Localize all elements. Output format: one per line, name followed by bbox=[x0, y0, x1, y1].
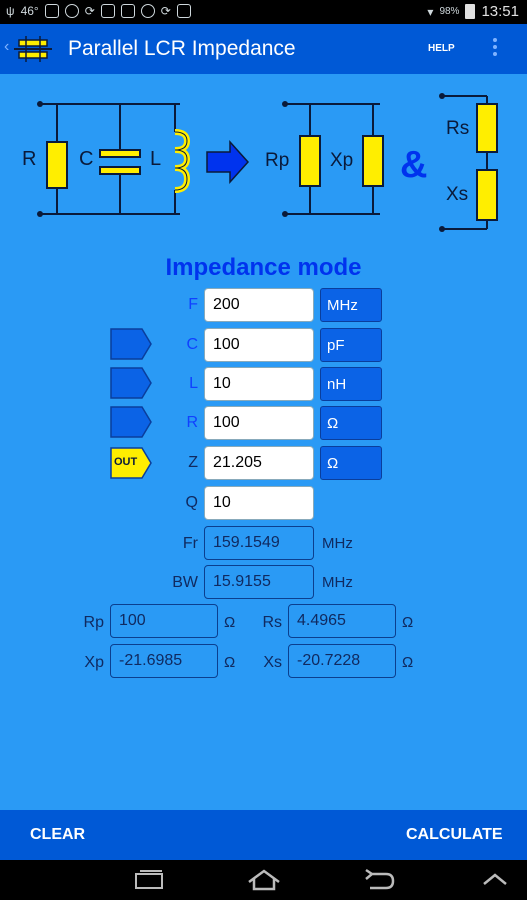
help-button[interactable]: HELP bbox=[428, 43, 455, 54]
system-icons: ▾ 98% 13:51 bbox=[427, 3, 519, 20]
calculator-panel: R C L Rp Xp & Rs Xs Impedance mode F 200… bbox=[0, 74, 527, 810]
l-input[interactable]: 10 bbox=[204, 367, 314, 401]
system-nav-bar bbox=[0, 860, 527, 900]
battery-icon bbox=[465, 4, 476, 19]
usb-icon: ψ bbox=[6, 4, 15, 18]
l-select-tag-icon[interactable] bbox=[110, 367, 152, 399]
capacitor-plate-top bbox=[99, 149, 141, 158]
bottom-action-bar: CLEAR CALCULATE bbox=[0, 810, 527, 860]
resistor-rp bbox=[299, 135, 321, 187]
reactance-xs bbox=[476, 169, 498, 221]
app-title: Parallel LCR Impedance bbox=[68, 37, 296, 60]
sync-icon bbox=[140, 4, 155, 18]
xp-unit: Ω bbox=[224, 654, 236, 671]
calculate-button[interactable]: CALCULATE bbox=[406, 826, 503, 843]
diagram-label-r: R bbox=[22, 148, 37, 170]
notification-icons: ψ 46° ⟳ ⟳ bbox=[6, 4, 191, 18]
label-c: C bbox=[186, 336, 198, 353]
ampersand-label: & bbox=[400, 144, 428, 186]
label-f: F bbox=[188, 296, 198, 313]
resistor-rs bbox=[476, 103, 498, 153]
z-out-tag-icon[interactable] bbox=[110, 447, 152, 479]
label-xs: Xs bbox=[263, 654, 282, 671]
c-unit-button[interactable]: pF bbox=[320, 328, 382, 362]
label-rp: Rp bbox=[83, 614, 104, 631]
xs-unit: Ω bbox=[402, 654, 414, 671]
resistor-r bbox=[46, 141, 68, 189]
diagram-label-rp: Rp bbox=[265, 150, 290, 171]
mode-title: Impedance mode bbox=[165, 254, 362, 281]
fr-unit: MHz bbox=[322, 535, 353, 552]
bw-unit: MHz bbox=[322, 574, 353, 591]
diagram-label-rs: Rs bbox=[446, 118, 470, 139]
temperature-label: 46° bbox=[20, 4, 39, 18]
recycle-icon-2: ⟳ bbox=[160, 4, 171, 18]
screenshot-icon bbox=[100, 4, 115, 18]
l-unit-button[interactable]: nH bbox=[320, 367, 382, 401]
q-input[interactable]: 10 bbox=[204, 486, 314, 520]
label-rs: Rs bbox=[262, 614, 282, 631]
shop-icon bbox=[176, 4, 191, 18]
chat-icon bbox=[64, 4, 79, 18]
overflow-menu-icon[interactable] bbox=[493, 38, 499, 60]
app-logo-icon[interactable] bbox=[14, 36, 52, 62]
fr-value: 159.1549 bbox=[204, 526, 314, 560]
diagram-label-xp: Xp bbox=[330, 150, 354, 171]
rs-unit: Ω bbox=[402, 614, 414, 631]
label-z: Z bbox=[188, 454, 198, 471]
keyboard-hide-icon[interactable] bbox=[480, 868, 510, 892]
diagram-label-l: L bbox=[150, 148, 162, 170]
battery-percent: 98% bbox=[439, 6, 460, 17]
transform-arrow-icon bbox=[206, 140, 250, 184]
label-q: Q bbox=[185, 494, 198, 511]
label-xp: Xp bbox=[84, 654, 104, 671]
recent-apps-icon[interactable] bbox=[132, 868, 166, 892]
label-bw: BW bbox=[172, 574, 198, 591]
home-icon[interactable] bbox=[246, 868, 282, 892]
wifi-icon: ▾ bbox=[427, 4, 434, 19]
c-select-tag-icon[interactable] bbox=[110, 328, 152, 360]
f-input[interactable]: 200 bbox=[204, 288, 314, 322]
rs-value: 4.4965 bbox=[288, 604, 396, 638]
capacitor-plate-bottom bbox=[99, 166, 141, 175]
label-l: L bbox=[189, 375, 198, 392]
reactance-xp bbox=[362, 135, 384, 187]
r-input[interactable]: 100 bbox=[204, 406, 314, 440]
clear-button[interactable]: CLEAR bbox=[30, 826, 86, 843]
calendar-icon bbox=[120, 4, 135, 18]
bw-value: 15.9155 bbox=[204, 565, 314, 599]
z-unit-button[interactable]: Ω bbox=[320, 446, 382, 480]
gallery-icon bbox=[44, 4, 59, 18]
f-unit-button[interactable]: MHz bbox=[320, 288, 382, 322]
diagram-label-c: C bbox=[79, 148, 94, 170]
xp-value: -21.6985 bbox=[110, 644, 218, 678]
clock: 13:51 bbox=[481, 3, 519, 20]
r-unit-button[interactable]: Ω bbox=[320, 406, 382, 440]
action-bar: ‹ Parallel LCR Impedance HELP bbox=[0, 24, 527, 74]
label-r: R bbox=[186, 414, 198, 431]
diagram-label-xs: Xs bbox=[446, 184, 469, 205]
back-chevron-icon[interactable]: ‹ bbox=[4, 38, 10, 55]
rp-unit: Ω bbox=[224, 614, 236, 631]
back-icon[interactable] bbox=[362, 868, 396, 892]
r-select-tag-icon[interactable] bbox=[110, 406, 152, 438]
rp-value: 100 bbox=[110, 604, 218, 638]
status-bar: ψ 46° ⟳ ⟳ ▾ 98% 13:51 bbox=[0, 0, 527, 24]
circuit-diagram bbox=[37, 93, 498, 232]
c-input[interactable]: 100 bbox=[204, 328, 314, 362]
label-fr: Fr bbox=[182, 535, 198, 552]
xs-value: -20.7228 bbox=[288, 644, 396, 678]
recycle-icon: ⟳ bbox=[84, 4, 95, 18]
z-input[interactable]: 21.205 bbox=[204, 446, 314, 480]
inductor-coil bbox=[174, 129, 191, 193]
out-tag-label: OUT bbox=[114, 456, 138, 468]
